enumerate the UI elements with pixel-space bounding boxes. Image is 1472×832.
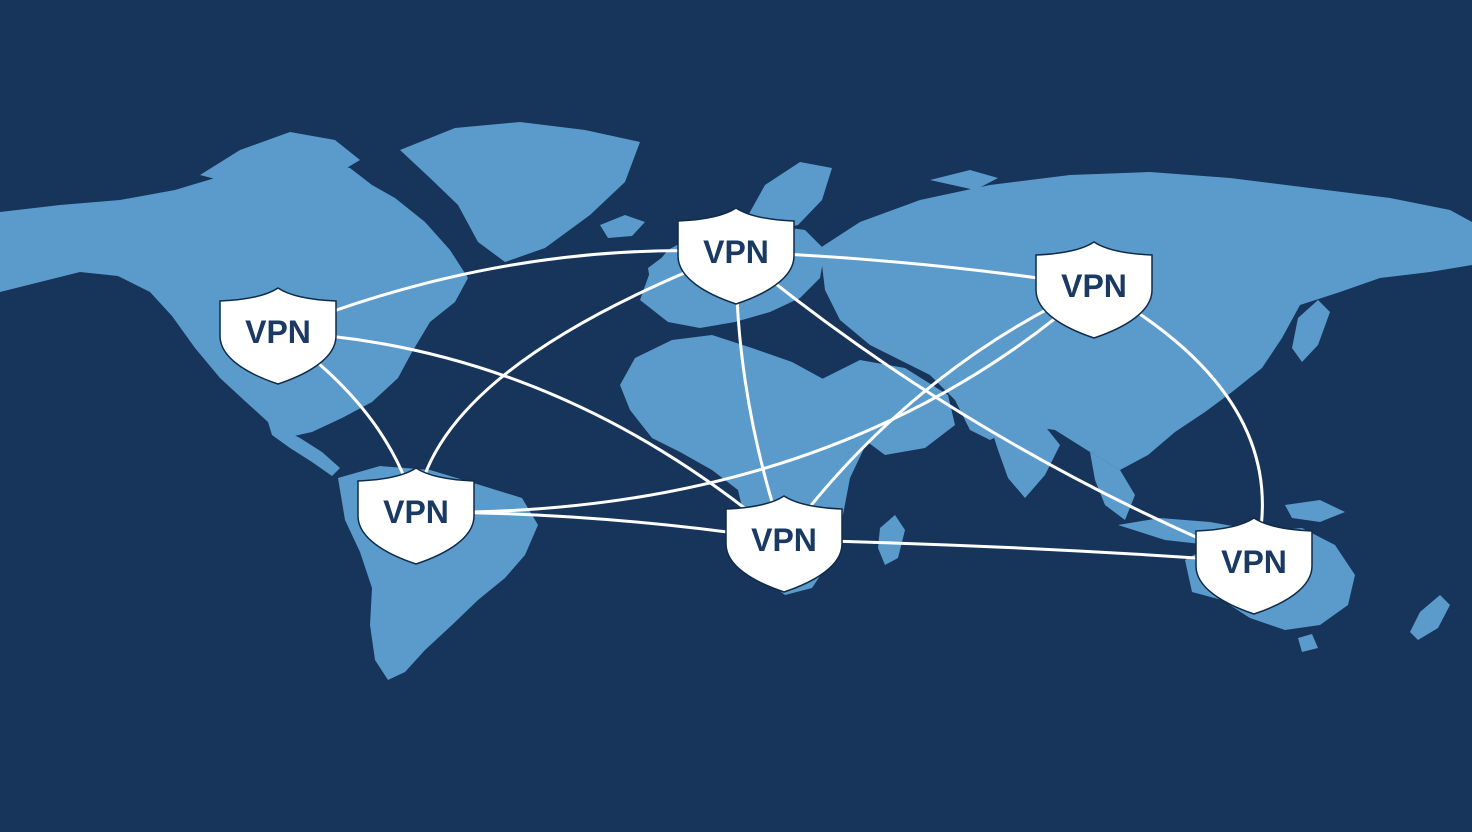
vpn-link-africa-to-australia — [782, 538, 1256, 564]
vpn-node-north-america[interactable]: VPN — [219, 287, 337, 385]
continent-british-isles — [648, 256, 676, 292]
shield-icon — [1035, 241, 1153, 339]
vpn-link-asia-to-south-america — [414, 284, 1096, 514]
vpn-node-australia[interactable]: VPN — [1195, 517, 1313, 615]
continent-asia — [820, 172, 1472, 470]
shield-icon — [219, 287, 337, 385]
shield-icon — [1195, 517, 1313, 615]
vpn-node-south-america[interactable]: VPN — [357, 467, 475, 565]
vpn-link-asia-to-australia — [1092, 284, 1264, 564]
vpn-nodes: VPN VPN VPN VPN VPN VPN — [219, 207, 1313, 615]
vpn-node-europe[interactable]: VPN — [677, 207, 795, 305]
continent-madagascar — [878, 515, 905, 565]
vpn-node-label: VPN — [751, 522, 817, 558]
continent-greenland — [400, 122, 640, 262]
continent-arctic-islands — [200, 132, 360, 188]
continent-north-america — [0, 160, 468, 438]
continents — [0, 122, 1472, 680]
vpn-node-label: VPN — [703, 234, 769, 270]
vpn-node-label: VPN — [245, 314, 311, 350]
continent-siberian-islands — [930, 170, 998, 190]
continent-scandinavia — [740, 162, 832, 232]
continent-japan — [1292, 300, 1330, 362]
vpn-link-north-america-to-africa — [276, 330, 786, 542]
vpn-link-europe-to-australia — [734, 250, 1256, 564]
vpn-node-label: VPN — [1061, 268, 1127, 304]
continent-iceland — [600, 215, 645, 238]
shield-icon — [357, 467, 475, 565]
continent-new-zealand — [1410, 595, 1450, 640]
continent-central-america — [268, 422, 340, 476]
vpn-link-north-america-to-europe — [276, 249, 738, 334]
vpn-node-label: VPN — [383, 494, 449, 530]
continent-middle-east — [820, 360, 955, 455]
vpn-node-label: VPN — [1221, 544, 1287, 580]
continent-papua — [1285, 500, 1345, 522]
continent-tasmania — [1298, 634, 1318, 652]
shield-icon — [677, 207, 795, 305]
vpn-node-africa[interactable]: VPN — [725, 495, 843, 593]
vpn-node-asia[interactable]: VPN — [1035, 241, 1153, 339]
shield-icon — [725, 495, 843, 593]
